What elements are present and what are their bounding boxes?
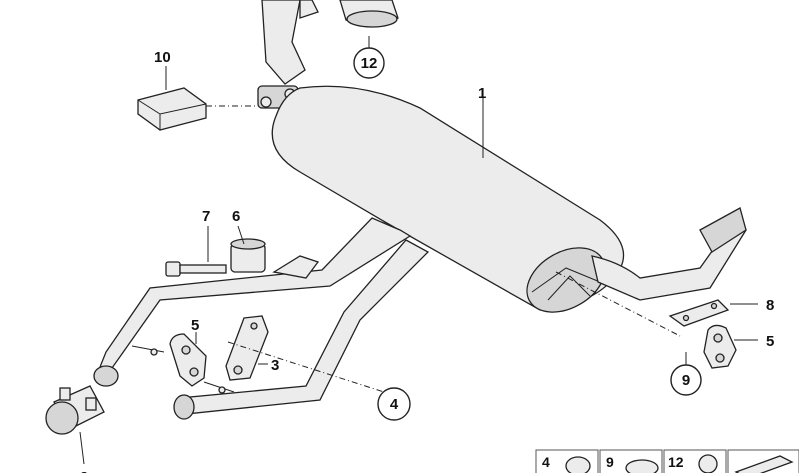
callout-6: 6: [232, 208, 240, 225]
callout-4: 4: [390, 396, 399, 413]
callout-5-right: 5: [766, 333, 774, 350]
legend-part-12: [698, 454, 718, 473]
legend-part-4: [565, 456, 591, 473]
tail-pipe: [591, 207, 747, 301]
callout-8: 8: [766, 297, 774, 314]
callout-7: 7: [202, 208, 210, 225]
callout-10: 10: [154, 49, 171, 66]
mount-bracket: [272, 255, 320, 279]
callout-2: 2: [80, 469, 88, 473]
callout-12-ring: 12: [353, 47, 385, 79]
y-pipe: [93, 217, 430, 420]
small-parts-box: [137, 87, 207, 131]
leader-lines: [79, 36, 758, 465]
tailpipe-trim-part: [339, 0, 399, 28]
legend-label-9: 9: [606, 454, 614, 470]
callout-4-ring: 4: [377, 387, 411, 421]
rubber-hanger-right: [703, 324, 737, 369]
front-pipe: [261, 0, 319, 85]
callout-3: 3: [271, 357, 279, 374]
callout-9: 9: [682, 372, 690, 389]
rear-silencer: [271, 85, 625, 313]
legend-strip: 4 9 12: [535, 449, 799, 473]
legend-part-9: [625, 459, 659, 473]
legend-label-4: 4: [542, 454, 550, 470]
rubber-hanger-left: [169, 333, 207, 387]
bolt-part: [165, 261, 227, 277]
callout-1: 1: [478, 85, 486, 102]
hanger-bracket: [225, 315, 269, 381]
bushing-part: [230, 238, 266, 273]
hanger-plate-right: [668, 299, 730, 327]
legend-label-12: 12: [668, 454, 684, 470]
callout-9-ring: 9: [670, 364, 702, 396]
legend-arrow-icon: [734, 455, 794, 473]
callout-5-left: 5: [191, 317, 199, 334]
callout-12: 12: [361, 55, 378, 72]
screws-left: [131, 345, 235, 394]
pipe-clamp-lower: [45, 385, 105, 435]
